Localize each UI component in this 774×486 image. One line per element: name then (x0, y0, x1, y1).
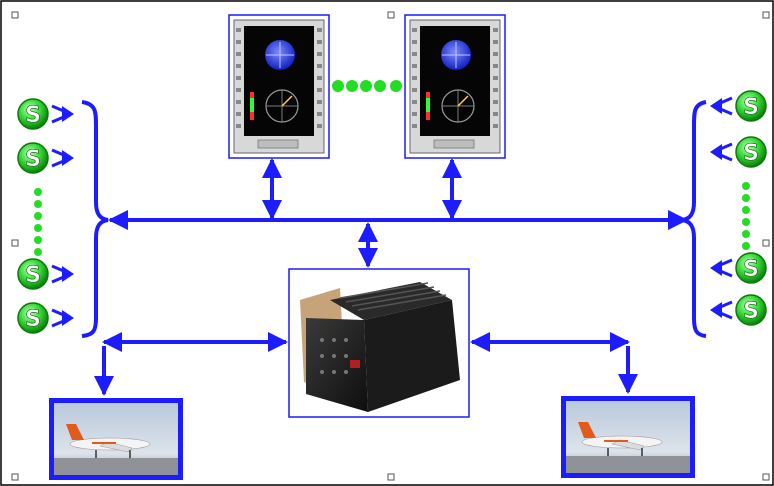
right-sensor-group: S S S (710, 90, 767, 326)
right-sensor-continuation-dots (742, 182, 750, 250)
handle-middle-right[interactable] (762, 239, 770, 247)
handle-top-left[interactable] (11, 11, 19, 19)
aircraft-photo-icon (54, 403, 178, 475)
left-sensor-group: S S S (17, 98, 74, 334)
sensor-s-icon: S (735, 136, 767, 168)
left-sensor-3[interactable]: S (17, 258, 74, 290)
sensor-s-icon: S (17, 142, 49, 174)
cockpit-display-2[interactable] (404, 14, 506, 159)
left-sensor-continuation-dots (34, 188, 42, 256)
aircraft-left[interactable] (49, 398, 183, 480)
sensor-label: S (743, 141, 759, 166)
right-sensor-bracket (681, 100, 707, 338)
sensor-label: S (743, 257, 759, 282)
handle-bottom-right[interactable] (762, 473, 770, 481)
handle-bottom-center[interactable] (387, 473, 395, 481)
left-sensor-2[interactable]: S (17, 142, 74, 174)
left-sensor-4[interactable]: S (17, 302, 74, 334)
sensor-label: S (743, 95, 759, 120)
sensor-s-icon: S (17, 258, 49, 290)
sensor-label: S (25, 147, 41, 172)
sensor-label: S (25, 307, 41, 332)
display-continuation-dots (332, 80, 402, 92)
cockpit-display-icon (409, 19, 501, 154)
handle-top-right[interactable] (762, 11, 770, 19)
right-sensor-2[interactable]: S (710, 136, 767, 168)
handle-bottom-left[interactable] (11, 473, 19, 481)
right-sensor-3[interactable]: S (710, 252, 767, 284)
right-sensor-4[interactable]: S (710, 294, 767, 326)
left-sensor-bracket (81, 100, 109, 338)
avionics-computer-icon (300, 282, 460, 412)
cockpit-display-1[interactable] (228, 14, 330, 159)
sensor-label: S (25, 103, 41, 128)
right-sensor-1[interactable]: S (710, 90, 767, 122)
sensor-s-icon: S (17, 302, 49, 334)
cockpit-display-icon (233, 19, 325, 154)
handle-middle-left[interactable] (11, 239, 19, 247)
sensor-s-icon: S (735, 252, 767, 284)
left-aircraft-link (94, 332, 288, 396)
avionics-computer[interactable] (288, 268, 470, 418)
aircraft-photo-icon (566, 401, 690, 473)
right-aircraft-link (470, 332, 638, 394)
sensor-s-icon: S (17, 98, 49, 130)
sensor-label: S (743, 299, 759, 324)
aircraft-right[interactable] (561, 396, 695, 478)
handle-top-center[interactable] (387, 11, 395, 19)
sensor-s-icon: S (735, 90, 767, 122)
sensor-label: S (25, 263, 41, 288)
selection-handles[interactable] (11, 11, 770, 481)
sensor-s-icon: S (735, 294, 767, 326)
left-sensor-1[interactable]: S (17, 98, 74, 130)
